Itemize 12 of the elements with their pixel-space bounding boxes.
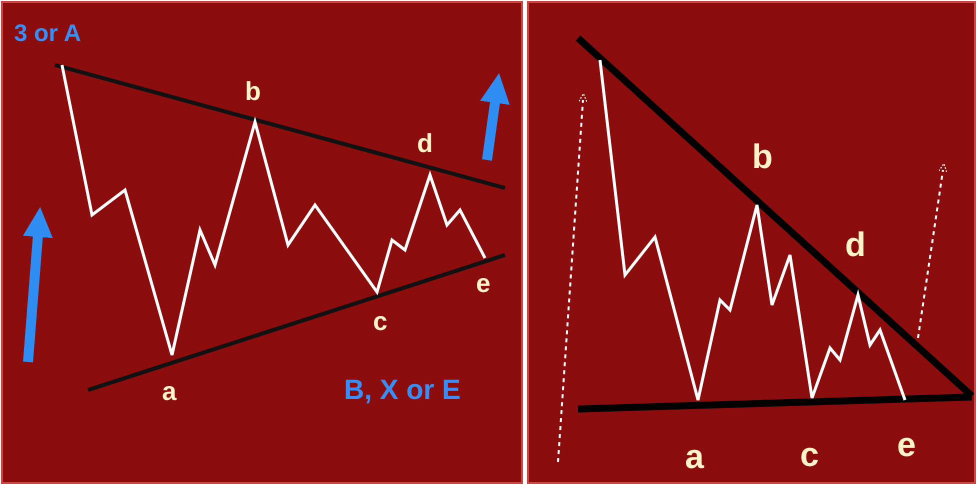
point-label: a <box>685 440 704 474</box>
point-label: c <box>373 308 388 334</box>
point-label: a <box>162 378 176 404</box>
wave-label: 3 or A <box>14 22 82 46</box>
point-label: e <box>476 270 490 296</box>
point-label: c <box>800 438 819 472</box>
point-label: b <box>245 78 261 104</box>
point-label: d <box>845 228 866 262</box>
wave-label: B, X or E <box>344 376 461 404</box>
point-label: d <box>417 130 433 156</box>
point-label: e <box>897 428 916 462</box>
point-label: b <box>752 140 773 174</box>
